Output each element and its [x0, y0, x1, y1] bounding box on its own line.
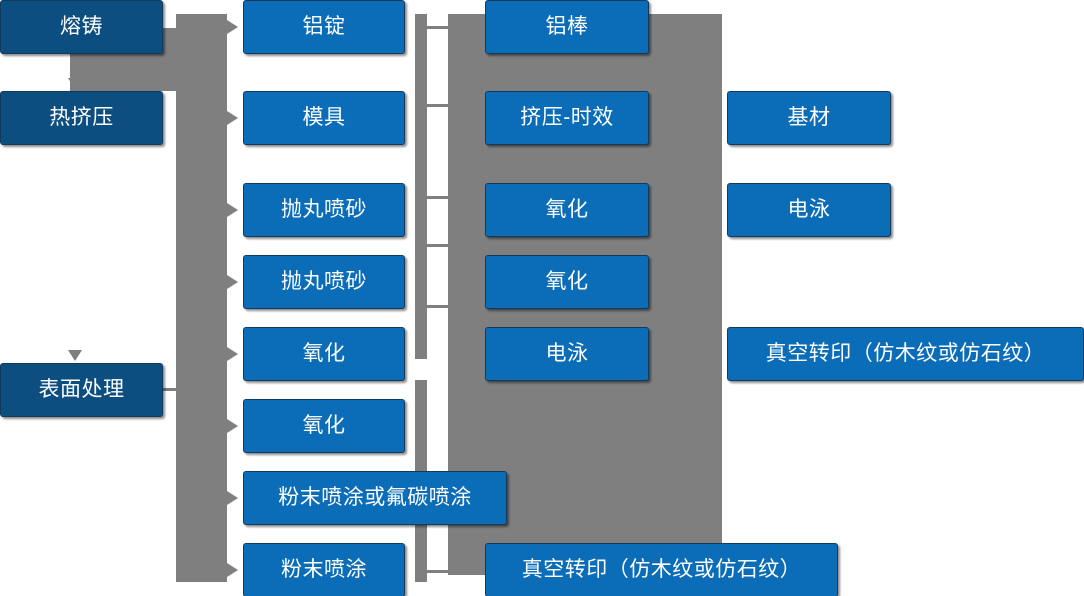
- stage-melt-cast[interactable]: 熔铸: [0, 0, 163, 54]
- node-vacuum-transfer-2[interactable]: 真空转印（仿木纹或仿石纹）: [727, 327, 1084, 381]
- node-shot-blast-1[interactable]: 抛丸喷砂: [243, 183, 405, 237]
- node-oxidation-4[interactable]: 氧化: [485, 255, 649, 309]
- arrow-to-aluminum-ingot: [227, 20, 238, 34]
- arrow-to-vacuum-transfer-2: [705, 347, 716, 361]
- arrow-melt-to-extrude: [68, 78, 82, 89]
- node-powder-or-pvdf[interactable]: 粉末喷涂或氟碳喷涂: [243, 471, 507, 525]
- arrow-to-shot-blast-1: [227, 203, 238, 217]
- node-substrate[interactable]: 基材: [727, 91, 891, 145]
- node-electrophoresis-1[interactable]: 电泳: [485, 327, 649, 381]
- node-oxidation-3[interactable]: 氧化: [485, 183, 649, 237]
- hline-spine-1: [427, 26, 451, 29]
- node-electrophoresis-2[interactable]: 电泳: [727, 183, 891, 237]
- node-vacuum-transfer-1[interactable]: 真空转印（仿木纹或仿石纹）: [485, 543, 838, 596]
- arrow-to-substrate: [705, 111, 716, 125]
- node-aluminum-bar[interactable]: 铝棒: [485, 0, 649, 54]
- hline-spine-5: [427, 305, 451, 308]
- arrow-to-oxidation-1: [227, 347, 238, 361]
- hline-spine-6: [427, 570, 451, 573]
- node-aluminum-ingot[interactable]: 铝锭: [243, 0, 405, 54]
- hline-spine-2: [427, 104, 451, 107]
- node-oxidation-2[interactable]: 氧化: [243, 399, 405, 453]
- node-powder-coating[interactable]: 粉末喷涂: [243, 543, 405, 596]
- arrow-to-mould: [227, 111, 238, 125]
- band-column2-spine: [415, 14, 427, 359]
- hline-spine-4: [427, 244, 451, 247]
- node-mould[interactable]: 模具: [243, 91, 405, 145]
- arrow-to-powder-coating: [227, 563, 238, 577]
- hline-surface-to-trunk: [163, 388, 183, 391]
- node-oxidation-1[interactable]: 氧化: [243, 327, 405, 381]
- node-extrude-aging[interactable]: 挤压-时效: [485, 91, 649, 145]
- arrow-extrude-to-surface: [68, 350, 82, 361]
- arrow-to-electrophoresis-2: [705, 203, 716, 217]
- node-shot-blast-2[interactable]: 抛丸喷砂: [243, 255, 405, 309]
- arrow-to-powder-or-pvdf: [227, 491, 238, 505]
- arrow-to-oxidation-2: [227, 419, 238, 433]
- band-stage-to-column2: [176, 14, 227, 582]
- stage-hot-extrude[interactable]: 热挤压: [0, 91, 163, 145]
- stage-surface[interactable]: 表面处理: [0, 363, 163, 417]
- hline-spine-3: [427, 196, 451, 199]
- arrow-to-shot-blast-2: [227, 275, 238, 289]
